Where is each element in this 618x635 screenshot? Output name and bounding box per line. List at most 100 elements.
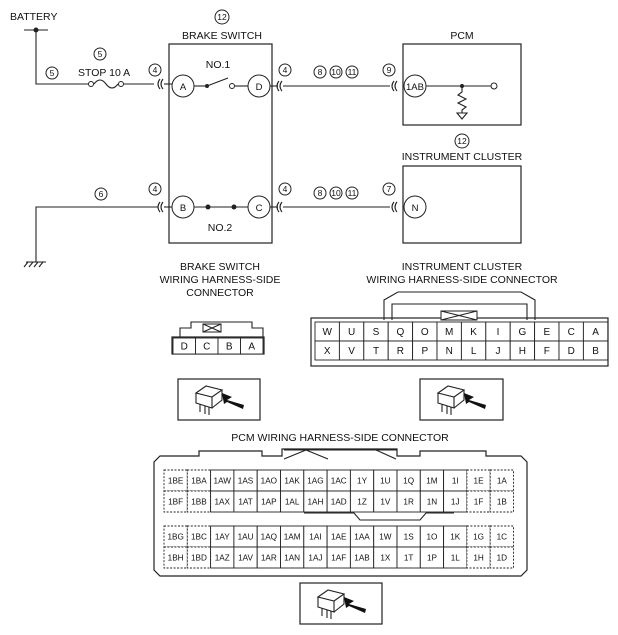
svg-text:1O: 1O <box>426 532 437 541</box>
circled-11-top: 11 <box>345 65 359 79</box>
battery-junction <box>33 27 39 33</box>
svg-text:1BG: 1BG <box>167 532 183 541</box>
pcm-pin-1BG: 1BG <box>163 525 188 548</box>
circled-4-b: 4 <box>278 63 292 77</box>
circled-10-top: 10 <box>329 65 343 79</box>
svg-text:1G: 1G <box>473 532 484 541</box>
svg-text:1E: 1E <box>474 476 485 485</box>
bs-pin-C: C <box>195 337 219 355</box>
svg-text:9: 9 <box>387 65 392 75</box>
bs-connector-label-3: CONNECTOR <box>186 287 254 299</box>
svg-text:N: N <box>412 203 419 214</box>
svg-text:1AE: 1AE <box>331 532 347 541</box>
pcm-pin-1BF: 1BF <box>163 490 188 513</box>
svg-text:1AS: 1AS <box>238 476 254 485</box>
pcm-pin-1AO: 1AO <box>256 469 281 492</box>
svg-text:1T: 1T <box>404 553 414 562</box>
circled-7: 7 <box>382 182 396 196</box>
pcm-pin-1AC: 1AC <box>326 469 351 492</box>
pcm-pin-1BH: 1BH <box>163 546 188 569</box>
svg-text:12: 12 <box>217 12 227 22</box>
ic-pin-K: K <box>460 321 487 342</box>
svg-text:1AB: 1AB <box>354 553 370 562</box>
svg-text:7: 7 <box>387 184 392 194</box>
bs-pin-B: B <box>217 337 241 355</box>
pcm-pin-1BD: 1BD <box>186 546 212 569</box>
pcm-pin-1I: 1I <box>443 469 468 492</box>
pcm-pin-1AP: 1AP <box>256 490 281 513</box>
ic-pin-R: R <box>387 340 414 361</box>
svg-text:T: T <box>373 346 379 357</box>
pcm-pin-1K: 1K <box>443 525 468 548</box>
battery-wire <box>35 30 88 85</box>
svg-text:A: A <box>180 82 187 93</box>
svg-text:1W: 1W <box>379 532 392 541</box>
svg-text:1U: 1U <box>380 476 391 485</box>
svg-text:R: R <box>397 346 404 357</box>
pcm-pin-1AI: 1AI <box>303 525 328 548</box>
ic-pin-G: G <box>509 321 536 342</box>
pcm-pin-1AD: 1AD <box>326 490 351 513</box>
pcm-pin-1M: 1M <box>419 469 445 492</box>
pcm-pin-1AY: 1AY <box>210 525 235 548</box>
svg-text:O: O <box>421 327 429 338</box>
circled-5-b: 5 <box>45 66 59 80</box>
pcm-pin-1AM: 1AM <box>280 525 305 548</box>
battery-label: BATTERY <box>10 11 57 23</box>
pcm-pin-1O: 1O <box>419 525 445 548</box>
pcm-pin-1R: 1R <box>396 490 421 513</box>
svg-text:5: 5 <box>50 68 55 78</box>
ic-pin-H: H <box>509 340 536 361</box>
svg-text:1BH: 1BH <box>168 553 184 562</box>
svg-text:1AI: 1AI <box>309 532 321 541</box>
svg-text:12: 12 <box>457 136 467 146</box>
svg-text:M: M <box>445 327 453 338</box>
svg-text:D: D <box>181 342 188 353</box>
ic-pin-C: C <box>558 321 584 342</box>
svg-text:1J: 1J <box>451 497 460 506</box>
ic-pin-O: O <box>412 321 438 342</box>
svg-text:1AR: 1AR <box>261 553 277 562</box>
ic-pin-J: J <box>485 340 511 361</box>
ic-pin-Q: Q <box>387 321 414 342</box>
svg-text:C: C <box>203 342 210 353</box>
ic-pin-N: N <box>436 340 462 361</box>
circled-12-instrument-cluster: 12 <box>454 133 470 149</box>
ic-pin-A: A <box>582 321 609 342</box>
svg-text:1BB: 1BB <box>191 497 207 506</box>
svg-text:1BA: 1BA <box>191 476 207 485</box>
svg-text:J: J <box>496 346 501 357</box>
pcm-pin-1AS: 1AS <box>233 469 258 492</box>
svg-text:11: 11 <box>348 188 357 198</box>
svg-text:1BE: 1BE <box>168 476 184 485</box>
ic-pin-E: E <box>534 321 560 342</box>
svg-text:10: 10 <box>331 67 341 77</box>
no2-label: NO.2 <box>208 222 233 234</box>
svg-text:B: B <box>226 342 233 353</box>
ic-pin-P: P <box>412 340 438 361</box>
svg-text:K: K <box>470 327 477 338</box>
svg-text:H: H <box>519 346 526 357</box>
pcm-pin-1Q: 1Q <box>396 469 421 492</box>
pcm-pin-1E: 1E <box>466 469 491 492</box>
svg-text:1S: 1S <box>404 532 415 541</box>
pcm-pin-1H: 1H <box>466 546 491 569</box>
svg-text:1K: 1K <box>450 532 461 541</box>
pcm-pin-1AH: 1AH <box>303 490 328 513</box>
pcm-pin-1AG: 1AG <box>303 469 328 492</box>
pcm-pin-1AT: 1AT <box>233 490 258 513</box>
pcm-pin-1AZ: 1AZ <box>210 546 235 569</box>
terminal-d: D <box>247 74 271 98</box>
bs-connector-label-2: WIRING HARNESS-SIDE <box>160 274 281 286</box>
connector-plug-icon-left <box>177 378 261 421</box>
ic-pin-T: T <box>363 340 389 361</box>
connector-mark-pcm <box>391 80 398 92</box>
no1-label: NO.1 <box>206 59 231 71</box>
pcm-pin-1AN: 1AN <box>280 546 305 569</box>
bs-pin-A: A <box>240 337 264 355</box>
pcm-pin-1D: 1D <box>489 546 514 569</box>
pcm-pin-1BE: 1BE <box>163 469 188 492</box>
circled-10-bottom: 10 <box>329 186 343 200</box>
svg-text:X: X <box>324 346 331 357</box>
